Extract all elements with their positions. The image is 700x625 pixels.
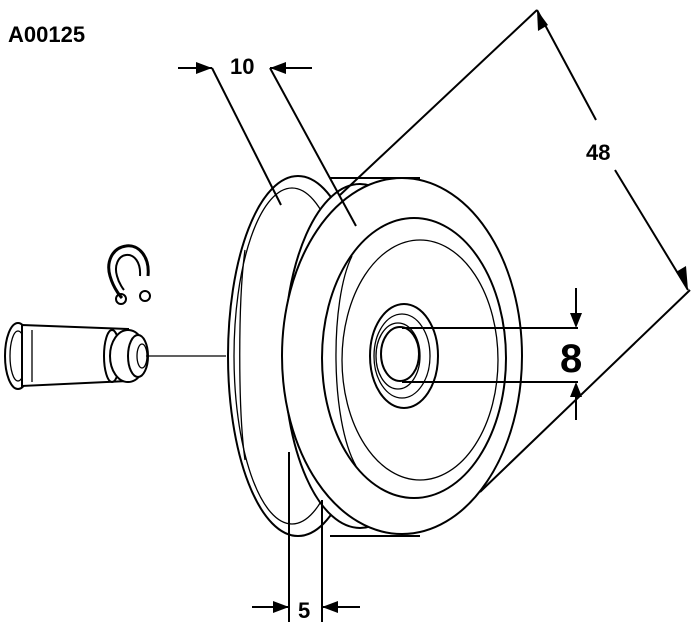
dimension-bore-diameter: 8	[402, 288, 582, 420]
dimension-top-width: 10	[178, 54, 357, 227]
dim-label-8: 8	[560, 337, 582, 381]
pulley-wheel	[227, 175, 523, 537]
dimension-groove-width: 5	[252, 452, 360, 623]
part-number-label: A00125	[8, 22, 85, 47]
dimension-outer-diameter: 48	[339, 9, 691, 493]
dim-label-48: 48	[586, 140, 610, 165]
dim-label-5: 5	[298, 598, 310, 623]
retaining-clip	[107, 244, 151, 305]
axle-pin	[4, 322, 226, 390]
dim-label-10: 10	[230, 54, 254, 79]
